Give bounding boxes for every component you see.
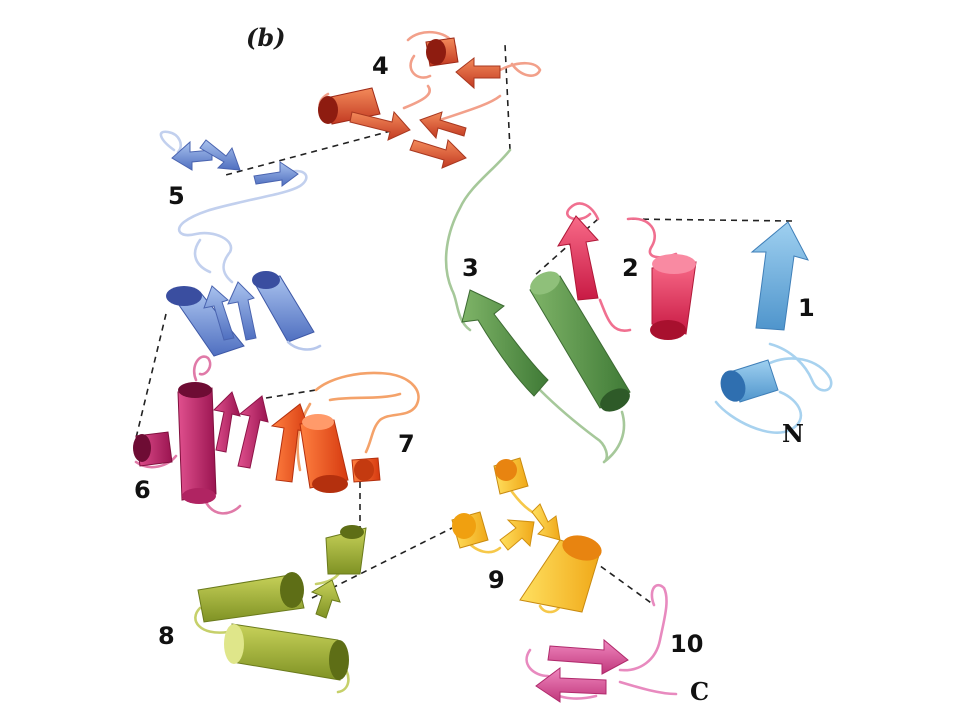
domain-9-strand-a (499, 519, 535, 551)
domain-3: 3 (444, 148, 631, 464)
domain-3-label: 3 (462, 254, 479, 282)
domain-7: 7 (270, 371, 420, 493)
domain-4: 4 (318, 30, 542, 169)
domain-7-helix-small (351, 457, 381, 483)
domain-3-helix (529, 271, 631, 412)
domain-1-label: 1 (798, 294, 815, 322)
domain-3-strand (461, 289, 549, 397)
domain-9-label: 9 (488, 566, 505, 594)
c-terminus-label: C (690, 677, 709, 706)
linker-5-6 (135, 313, 167, 439)
domain-7-label: 7 (398, 430, 415, 458)
domain-3-loop (444, 148, 626, 464)
linker-1-2 (627, 218, 793, 222)
domain-9: 9 (451, 457, 602, 614)
domain-10: 10 C (525, 583, 709, 706)
domain-7-loop (296, 371, 420, 472)
domain-5-helix-b (252, 271, 315, 343)
domain-5-loop (159, 130, 308, 284)
linker-3-4 (504, 43, 511, 151)
domain-9-helix-left (451, 511, 489, 549)
domain-8-helix-b (224, 623, 349, 681)
domain-4-strand-c (409, 138, 467, 169)
domain-8: 8 (158, 525, 367, 694)
domain-6-helix-small (133, 431, 173, 467)
domain-4-strand-b (349, 110, 411, 141)
domain-9-strand-b (531, 503, 561, 541)
domain-6-label: 6 (134, 476, 151, 504)
domain-6-strand-b (237, 395, 269, 469)
domain-1: 1 N (714, 221, 833, 448)
domain-2-helix (650, 254, 697, 340)
domain-5-strand-a (171, 140, 213, 171)
domain-4-strand-a (455, 56, 501, 90)
domain-5: 5 (159, 130, 322, 357)
n-terminus-label: N (782, 419, 804, 448)
panel-label: (b) (246, 23, 286, 52)
domain-9-helix-large (519, 535, 602, 613)
domain-4-helix (318, 87, 381, 125)
domain-2-strand (557, 215, 599, 301)
domain-2: 2 (557, 202, 697, 340)
linker-6-7 (265, 389, 317, 399)
domain-10-strand-b (535, 667, 607, 703)
domain-10-strand-a (547, 638, 629, 675)
domain-6-helix-large (177, 382, 217, 504)
domain-5-loop-b (286, 340, 322, 351)
domain-1-loop (714, 342, 833, 434)
domain-8-strand (310, 579, 341, 619)
domain-1-helix (720, 359, 779, 403)
domain-5-strand-e (227, 281, 257, 341)
domain-10-label: 10 (670, 630, 703, 658)
domain-1-strand (750, 221, 809, 331)
linker-9-10 (591, 559, 655, 606)
linker-4-5 (221, 127, 403, 177)
domain-8-label: 8 (158, 622, 175, 650)
domain-9-helix-top (493, 457, 529, 495)
domain-4-label: 4 (372, 52, 389, 80)
domain-8-helix-a (197, 572, 305, 623)
domain-4-strand-d (419, 111, 467, 140)
domain-5-label: 5 (168, 182, 185, 210)
domain-10-loop (525, 583, 678, 700)
domain-7-helix (299, 414, 349, 493)
domain-8-helix-small (325, 525, 367, 575)
domain-5-strand-c (253, 161, 299, 187)
domain-2-label: 2 (622, 254, 639, 282)
domain-6-strand-a (212, 391, 241, 453)
domain-5-strand-b (199, 139, 241, 171)
domain-4-helix-top (425, 37, 459, 67)
linker-8-9 (311, 527, 453, 599)
domain-5-strand-d (203, 285, 235, 341)
domain-6: 6 (133, 355, 269, 515)
